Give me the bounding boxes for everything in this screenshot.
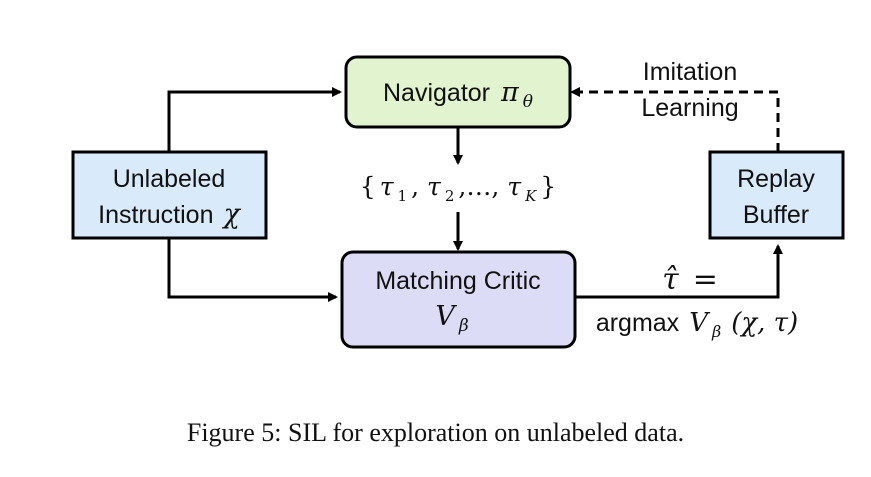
selection-equation-line2: argmax V β (χ, τ) — [596, 308, 798, 341]
svg-text:Instruction χ: Instruction χ — [98, 199, 241, 230]
arrow-instruction-to-navigator — [167, 87, 342, 152]
trajectories-label: { τ 1 , τ 2 ,…, τ K } — [360, 172, 556, 205]
buffer-line1: Replay — [737, 165, 815, 193]
svg-text:V β: V β — [435, 301, 469, 336]
navigator-box — [344, 55, 572, 129]
navigator-label: Navigator — [383, 79, 490, 107]
navigator-symbol: π — [500, 77, 520, 108]
figure-caption: Figure 5: SIL for exploration on unlabel… — [186, 418, 685, 447]
instruction-node: Unlabeled Instruction χ — [71, 150, 268, 240]
buffer-box — [708, 150, 845, 240]
instruction-box — [71, 150, 268, 240]
imitation-label-line1: Imitation — [643, 58, 737, 86]
instruction-symbol: χ — [221, 199, 241, 230]
critic-subscript: β — [458, 316, 469, 336]
buffer-node: Replay Buffer — [708, 150, 845, 240]
arrow-instruction-to-critic — [167, 238, 338, 302]
svg-text:Navigator π θ: Navigator π θ — [383, 77, 533, 112]
arrow-buffer-to-navigator-dashed — [570, 87, 780, 152]
navigator-subscript: θ — [523, 92, 533, 112]
instruction-line1: Unlabeled — [113, 165, 226, 193]
imitation-label-line2: Learning — [641, 94, 738, 122]
arrow-critic-to-buffer — [576, 244, 783, 299]
buffer-line2: Buffer — [743, 201, 809, 229]
critic-box — [340, 250, 577, 349]
critic-node: Matching Critic V β — [340, 250, 577, 349]
critic-symbol: V — [435, 301, 457, 332]
critic-line1: Matching Critic — [375, 267, 540, 295]
instruction-line2: Instruction — [98, 201, 213, 229]
navigator-node: Navigator π θ — [344, 55, 572, 129]
selection-equation-line1: τ̂ = — [662, 262, 718, 297]
